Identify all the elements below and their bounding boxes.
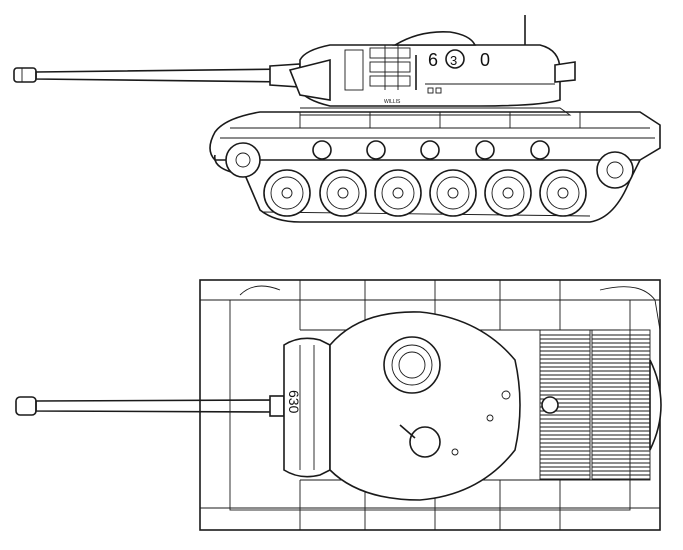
return-rollers: [225, 140, 634, 189]
turret-number-digit-2: 3: [450, 53, 457, 68]
gun-barrel: [13, 63, 301, 88]
top-view: 630: [15, 279, 662, 531]
tank-name-marking: WILLIS: [384, 99, 401, 105]
turret-number-digit-1: 6: [428, 50, 438, 70]
turret-top: [329, 311, 559, 501]
turret: 6 3 0 WILLIS: [288, 15, 576, 107]
gun-top: [15, 395, 285, 417]
mantlet-top: 630: [283, 337, 331, 478]
road-wheels: [263, 169, 587, 217]
stowage-links: [344, 45, 417, 91]
turret-top-number: 630: [286, 390, 302, 414]
track: [214, 154, 641, 223]
turret-number-digit-3: 0: [480, 50, 490, 70]
side-view: 6 3 0 WILLIS: [13, 15, 661, 223]
